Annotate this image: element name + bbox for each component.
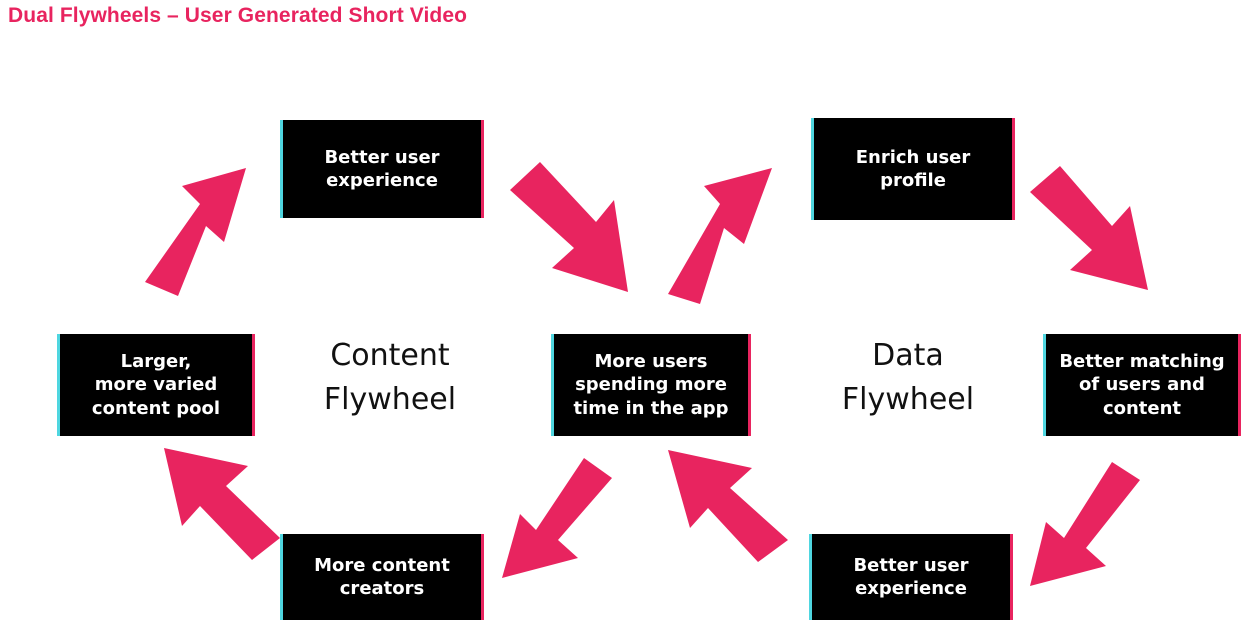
label-line: Content	[330, 338, 450, 373]
arrow-data-bottom-to-center	[668, 450, 788, 562]
box-line: spending more	[575, 374, 727, 396]
box-more-users-time-in-app: More users spending more time in the app	[554, 334, 748, 436]
page-title: Dual Flywheels – User Generated Short Vi…	[8, 4, 468, 27]
data-flywheel-label: Data Flywheel	[818, 334, 998, 421]
box-line: content pool	[91, 397, 221, 419]
box-better-user-experience-bottom: Better user experience	[812, 534, 1010, 620]
box-line: more varied	[94, 374, 218, 396]
arrow-data-top-to-right	[1030, 166, 1148, 290]
arrow-data-right-to-bottom	[1030, 462, 1140, 586]
box-line: content	[1102, 397, 1182, 419]
box-line: profile	[880, 170, 946, 191]
arrow-bottom-to-left	[164, 448, 280, 560]
box-better-user-experience-top: Better user experience	[283, 120, 481, 218]
box-line: creators	[339, 578, 425, 599]
box-line: experience	[326, 170, 438, 191]
content-flywheel-label: Content Flywheel	[300, 334, 480, 421]
box-line: Better user	[853, 554, 969, 576]
box-line: Better matching	[1059, 351, 1225, 373]
box-enrich-user-profile: Enrich user profile	[814, 118, 1012, 220]
box-line: More users	[594, 351, 708, 373]
box-line: of users and	[1079, 374, 1205, 396]
box-line: Larger,	[120, 351, 192, 373]
box-more-content-creators: More content creators	[283, 534, 481, 620]
box-line: Better user	[324, 146, 440, 168]
arrow-center-to-data-top	[668, 168, 772, 304]
box-line: time in the app	[573, 397, 729, 419]
arrow-center-to-bottom	[502, 458, 612, 578]
box-line: Enrich user	[855, 146, 971, 168]
box-line: experience	[855, 578, 967, 599]
label-line: Data	[872, 338, 944, 373]
label-line: Flywheel	[841, 381, 975, 417]
arrow-top-to-center	[510, 162, 628, 292]
arrow-left-to-top	[145, 168, 246, 296]
box-line: More content	[314, 554, 450, 576]
label-line: Flywheel	[323, 381, 457, 417]
box-better-matching: Better matching of users and content	[1046, 334, 1238, 436]
box-larger-content-pool: Larger, more varied content pool	[60, 334, 252, 436]
